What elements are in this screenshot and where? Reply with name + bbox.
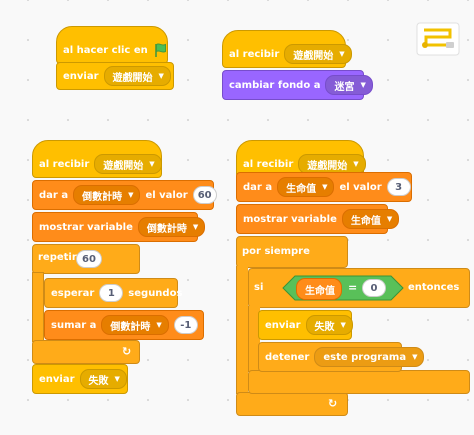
variable-dropdown[interactable]: 倒數計時 ▼ (73, 185, 141, 205)
message-dropdown[interactable]: 遊戲開始 ▼ (103, 66, 171, 86)
dropdown-caret-icon: ▼ (149, 160, 155, 168)
stop-block[interactable]: detener este programa ▼ (258, 342, 425, 372)
dropdown-caret-icon: ▼ (156, 321, 162, 329)
loop-arrow-icon: ↻ (122, 345, 132, 358)
forever-side-arm (236, 266, 248, 394)
if-label: si (254, 282, 264, 293)
value-label: el valor (339, 181, 382, 193)
equals-operator[interactable]: 生命值 = 0 (282, 275, 404, 301)
set-label: dar a (39, 189, 69, 201)
stop-label: detener (265, 351, 310, 363)
variable-value: 倒數計時 (146, 223, 187, 235)
broadcast-label: enviar (39, 373, 75, 385)
when-receive-hat[interactable]: al recibir 遊戲開始 ▼ (32, 140, 162, 178)
message-dropdown[interactable]: 失敗 ▼ (305, 315, 353, 335)
repeat-label: repetir (38, 252, 77, 263)
backdrop-dropdown[interactable]: 迷宮 ▼ (325, 75, 373, 95)
dropdown-caret-icon: ▼ (114, 375, 120, 383)
variable-reporter[interactable]: 生命值 (296, 278, 342, 300)
variable-value: 生命值 (286, 183, 317, 195)
repeat-top-arm (32, 244, 140, 274)
value-input[interactable]: 3 (386, 178, 411, 196)
forever-top-arm (236, 236, 348, 268)
variable-value: 倒數計時 (82, 191, 123, 203)
variable-value: 生命值 (350, 215, 381, 227)
message-dropdown[interactable]: 遊戲開始 ▼ (298, 154, 366, 174)
message-value: 失敗 (314, 321, 335, 333)
when-receive-hat[interactable]: al recibir 遊戲開始 ▼ (222, 30, 352, 68)
broadcast-label: enviar (265, 319, 301, 331)
backdrop-thumbnail-icon[interactable] (416, 22, 460, 56)
wait-label: esperar (51, 287, 95, 299)
backdrop-value: 迷宮 (334, 81, 355, 93)
repeat-count-input[interactable]: 60 (76, 250, 102, 268)
hat-label: al recibir (229, 48, 280, 60)
message-value: 失敗 (88, 375, 109, 387)
wait-unit-label: segundos (128, 287, 183, 299)
repeat-side-arm (32, 272, 44, 342)
dropdown-caret-icon: ▼ (158, 72, 164, 80)
hat-label: al recibir (243, 158, 294, 170)
hat-label: al recibir (39, 158, 90, 170)
message-dropdown[interactable]: 失敗 ▼ (79, 369, 127, 389)
dropdown-caret-icon: ▼ (386, 215, 393, 223)
equals-sign: = (348, 281, 358, 294)
message-dropdown[interactable]: 遊戲開始 ▼ (284, 44, 352, 64)
message-value: 遊戲開始 (307, 160, 348, 172)
change-label: sumar a (51, 319, 97, 331)
dropdown-caret-icon: ▼ (412, 353, 418, 361)
dropdown-caret-icon: ▼ (339, 50, 345, 58)
show-variable-block[interactable]: mostrar variable 生命值 ▼ (236, 204, 400, 234)
value-input[interactable]: 60 (192, 186, 217, 204)
broadcast-block[interactable]: enviar 失敗 ▼ (32, 364, 128, 394)
show-variable-block[interactable]: mostrar variable 倒數計時 ▼ (32, 212, 206, 242)
stop-option-dropdown[interactable]: este programa ▼ (314, 347, 425, 367)
variable-dropdown[interactable]: 生命值 ▼ (277, 177, 335, 197)
stop-option-value: este programa (323, 351, 407, 363)
message-dropdown[interactable]: 遊戲開始 ▼ (94, 154, 162, 174)
set-variable-block[interactable]: dar a 生命值 ▼ el valor 3 (236, 172, 412, 202)
variable-value: 倒數計時 (110, 321, 151, 333)
variable-dropdown[interactable]: 倒數計時 ▼ (137, 217, 206, 237)
loop-arrow-icon: ↻ (328, 397, 338, 410)
broadcast-block[interactable]: enviar 遊戲開始 ▼ (56, 62, 174, 90)
green-flag-icon (153, 42, 169, 58)
then-label: entonces (408, 282, 460, 293)
broadcast-label: enviar (63, 70, 99, 82)
show-label: mostrar variable (243, 213, 337, 225)
set-variable-block[interactable]: dar a 倒數計時 ▼ el valor 60 (32, 180, 217, 210)
show-label: mostrar variable (39, 221, 133, 233)
dropdown-caret-icon: ▼ (340, 321, 346, 329)
dropdown-caret-icon: ▼ (128, 191, 134, 199)
backdrop-label: cambiar fondo a (229, 79, 321, 91)
message-value: 遊戲開始 (293, 50, 334, 62)
variable-dropdown[interactable]: 倒數計時 ▼ (101, 315, 169, 335)
dropdown-caret-icon: ▼ (353, 160, 359, 168)
change-value-input[interactable]: -1 (173, 316, 198, 334)
broadcast-block[interactable]: enviar 失敗 ▼ (258, 310, 353, 340)
if-bottom-arm (248, 370, 470, 394)
repeat-bottom-arm (32, 340, 140, 364)
value-label: el valor (145, 189, 188, 201)
repeat-block[interactable]: repetir 60 ↻ (32, 244, 140, 364)
wait-seconds-input[interactable]: 1 (99, 284, 124, 302)
if-side-arm (248, 306, 260, 372)
wait-block[interactable]: esperar 1 segundos (44, 278, 182, 308)
dropdown-caret-icon: ▼ (322, 183, 328, 191)
forever-label: por siempre (242, 246, 310, 257)
forever-block[interactable]: por siempre ↻ (236, 236, 348, 416)
switch-backdrop-block[interactable]: cambiar fondo a 迷宮 ▼ (222, 70, 373, 100)
set-label: dar a (243, 181, 273, 193)
dropdown-caret-icon: ▼ (360, 81, 366, 89)
variable-dropdown[interactable]: 生命值 ▼ (341, 209, 400, 229)
dropdown-caret-icon: ▼ (192, 223, 199, 231)
compare-value-input[interactable]: 0 (362, 279, 386, 297)
change-variable-block[interactable]: sumar a 倒數計時 ▼ -1 (44, 310, 204, 340)
when-flag-clicked-hat[interactable]: al hacer clic en (56, 26, 168, 64)
message-value: 遊戲開始 (112, 72, 153, 84)
hat-label: al hacer clic en (63, 44, 148, 56)
message-value: 遊戲開始 (103, 160, 144, 172)
